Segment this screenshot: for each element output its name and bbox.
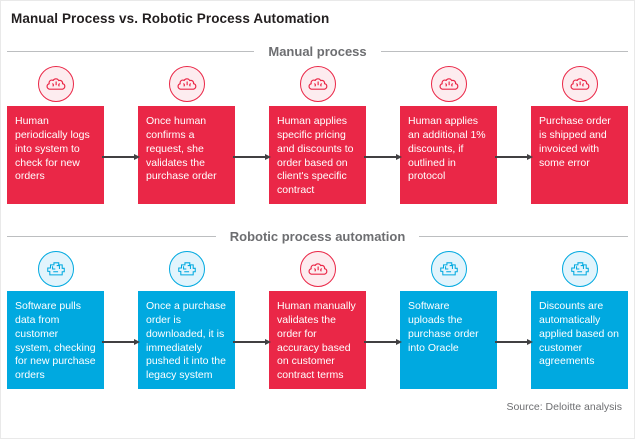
divider xyxy=(7,50,255,52)
arrow-right-icon xyxy=(364,154,402,160)
brain-icon xyxy=(307,75,329,93)
step-text: Human applies an additional 1% discounts… xyxy=(408,115,486,183)
digital-brain-icon xyxy=(438,260,460,278)
step-text: Discounts are automatically applied base… xyxy=(539,300,619,368)
divider xyxy=(419,235,628,237)
arrow-right-icon xyxy=(233,154,271,160)
step-text: Once a purchase order is downloaded, it … xyxy=(146,300,226,382)
step-box: Purchase order is shipped and invoiced w… xyxy=(531,106,628,204)
arrow-right-icon xyxy=(495,339,533,345)
step-box: Software uploads the purchase order into… xyxy=(400,291,497,389)
brain-icon xyxy=(45,75,67,93)
process-step: Human periodically logs into system to c… xyxy=(7,66,104,204)
process-step: Discounts are automatically applied base… xyxy=(531,251,628,389)
step-box: Software pulls data from customer system… xyxy=(7,291,104,389)
step-icon-circle xyxy=(168,251,205,287)
arrow-cell xyxy=(102,66,140,204)
arrow-cell xyxy=(495,66,533,204)
step-box: Once a purchase order is downloaded, it … xyxy=(138,291,235,389)
process-step: Human manually validates the order for a… xyxy=(269,251,366,389)
diagram-page: Manual Process vs. Robotic Process Autom… xyxy=(1,1,634,413)
brain-icon xyxy=(438,75,460,93)
arrow-cell xyxy=(495,251,533,389)
step-text: Human applies specific pricing and disco… xyxy=(277,115,354,197)
step-text: Once human confirms a request, she valid… xyxy=(146,115,217,183)
divider xyxy=(380,50,629,52)
step-icon-circle xyxy=(561,251,598,287)
step-icon-circle xyxy=(299,66,336,102)
section-header-manual: Manual process xyxy=(7,43,629,59)
arrow-right-icon xyxy=(102,154,140,160)
section-label: Robotic process automation xyxy=(229,228,406,244)
section-label: Manual process xyxy=(268,43,367,59)
digital-brain-icon xyxy=(45,260,67,278)
arrow-cell xyxy=(364,66,402,204)
step-box: Once human confirms a request, she valid… xyxy=(138,106,235,204)
step-icon-circle xyxy=(299,251,336,287)
process-step: Software uploads the purchase order into… xyxy=(400,251,497,389)
step-text: Purchase order is shipped and invoiced w… xyxy=(539,115,611,169)
step-box: Human applies an additional 1% discounts… xyxy=(400,106,497,204)
step-icon-circle xyxy=(430,66,467,102)
step-box: Discounts are automatically applied base… xyxy=(531,291,628,389)
step-text: Software pulls data from customer system… xyxy=(15,300,96,382)
brain-icon xyxy=(176,75,198,93)
divider xyxy=(7,235,216,237)
step-box: Human applies specific pricing and disco… xyxy=(269,106,366,204)
digital-brain-icon xyxy=(176,260,198,278)
source-note: Source: Deloitte analysis xyxy=(506,401,622,413)
process-step: Purchase order is shipped and invoiced w… xyxy=(531,66,628,204)
section-header-rpa: Robotic process automation xyxy=(7,228,628,244)
arrow-cell xyxy=(364,251,402,389)
arrow-cell xyxy=(233,66,271,204)
arrow-cell xyxy=(102,251,140,389)
arrow-right-icon xyxy=(102,339,140,345)
arrow-right-icon xyxy=(233,339,271,345)
arrow-cell xyxy=(233,251,271,389)
step-icon-circle xyxy=(37,251,74,287)
process-step: Human applies an additional 1% discounts… xyxy=(400,66,497,204)
arrow-right-icon xyxy=(495,154,533,160)
arrow-right-icon xyxy=(364,339,402,345)
process-step: Human applies specific pricing and disco… xyxy=(269,66,366,204)
step-text: Human periodically logs into system to c… xyxy=(15,115,90,183)
step-icon-circle xyxy=(561,66,598,102)
brain-icon xyxy=(569,75,591,93)
brain-icon xyxy=(307,260,329,278)
step-box: Human periodically logs into system to c… xyxy=(7,106,104,204)
step-icon-circle xyxy=(37,66,74,102)
page-title: Manual Process vs. Robotic Process Autom… xyxy=(11,11,330,26)
step-text: Human manually validates the order for a… xyxy=(277,300,356,382)
digital-brain-icon xyxy=(569,260,591,278)
process-step: Once a purchase order is downloaded, it … xyxy=(138,251,235,389)
process-step: Software pulls data from customer system… xyxy=(7,251,104,389)
step-icon-circle xyxy=(430,251,467,287)
step-icon-circle xyxy=(168,66,205,102)
manual-process-row: Human periodically logs into system to c… xyxy=(7,66,628,204)
process-step: Once human confirms a request, she valid… xyxy=(138,66,235,204)
step-box: Human manually validates the order for a… xyxy=(269,291,366,389)
step-text: Software uploads the purchase order into… xyxy=(408,300,479,354)
rpa-process-row: Software pulls data from customer system… xyxy=(7,251,628,389)
